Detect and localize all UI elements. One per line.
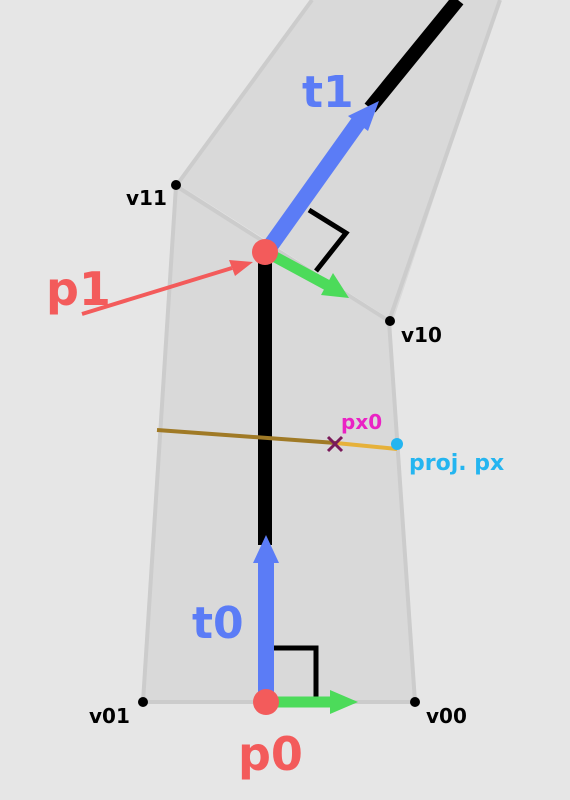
projection-line-gold: [335, 441, 398, 451]
label-p1: p1: [46, 262, 111, 316]
label-v11: v11: [126, 186, 167, 210]
point-p0: [253, 689, 279, 715]
label-v01: v01: [89, 704, 130, 728]
point-p1: [252, 239, 278, 265]
spine-line: [258, 0, 464, 545]
label-px0: px0: [341, 410, 382, 434]
lower-segment-quad: [143, 184, 415, 702]
vertex-v00: [410, 697, 420, 707]
vertex-v01: [138, 697, 148, 707]
projection-line-olive: [156, 428, 337, 445]
tangent-t1-arrow: [259, 101, 379, 257]
p1-pointer-arrow: [81, 260, 253, 316]
projected-point: [391, 438, 403, 450]
vertex-v10: [385, 316, 395, 326]
px0-x-mark-icon: [326, 435, 344, 453]
label-v10: v10: [401, 323, 442, 347]
label-proj-px: proj. px: [409, 451, 504, 476]
right-angle-marker-p0: [273, 645, 319, 700]
quad-outline: [141, 0, 502, 704]
label-t1: t1: [302, 67, 354, 118]
tangent-t0-arrow: [253, 535, 279, 700]
label-v00: v00: [426, 704, 467, 728]
label-t0: t0: [192, 598, 244, 649]
label-p0: p0: [238, 727, 303, 781]
right-angle-marker-p1: [307, 207, 350, 273]
vertex-v11: [171, 180, 181, 190]
